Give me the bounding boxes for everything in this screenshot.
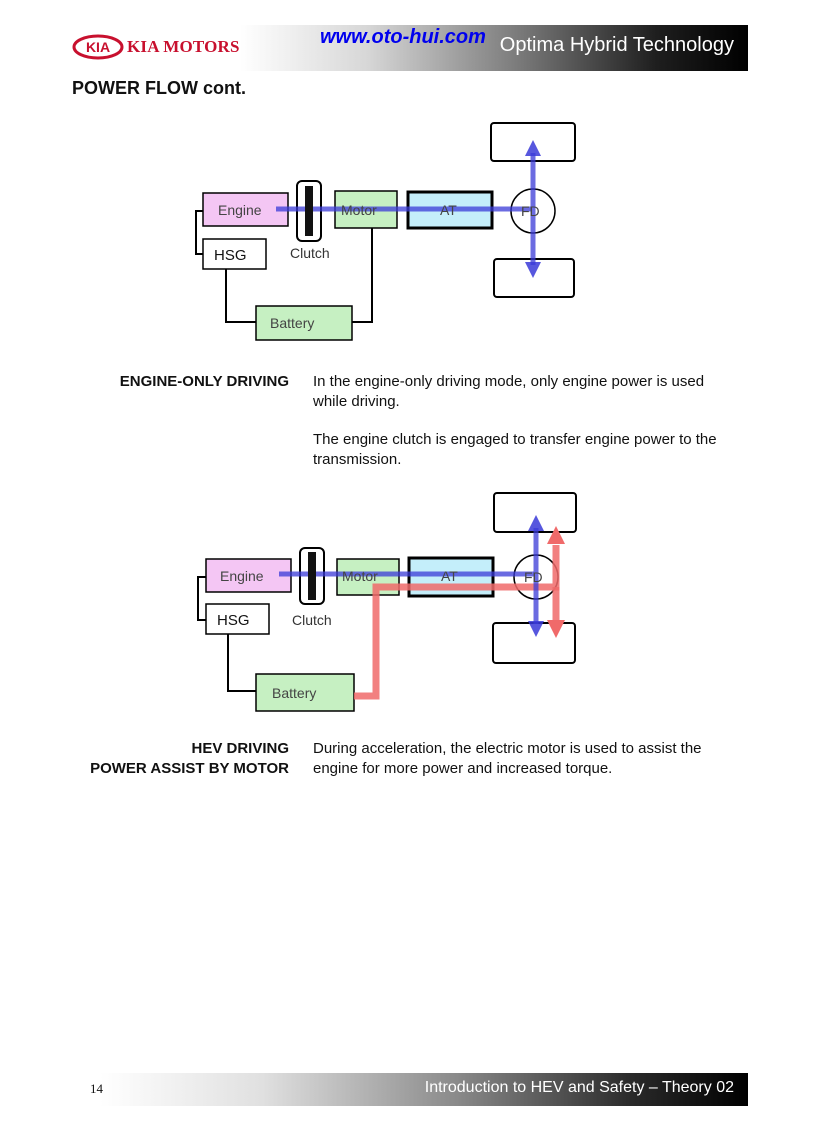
battery-box (255, 673, 355, 712)
mode-text-engine-only-1: In the engine-only driving mode, only en… (313, 373, 705, 410)
battery-box (255, 305, 353, 341)
hsg-wire (195, 210, 203, 255)
header-title: Optima Hybrid Technology (499, 34, 734, 56)
engine-label: Engine (218, 202, 262, 218)
hsg-label: HSG (214, 247, 247, 264)
clutch-plate (305, 186, 313, 236)
hsg-wire (197, 576, 206, 621)
battery-label: Battery (270, 315, 314, 331)
clutch-label: Clutch (290, 245, 330, 261)
engine-label: Engine (220, 568, 264, 584)
clutch-plate (308, 552, 316, 600)
engine-only-power-flow-diagram: Engine HSG Clutch Motor AT FD Battery (195, 122, 576, 341)
footer-title: Introduction to HEV and Safety – Theory … (424, 1079, 734, 1096)
battery-wire-left (225, 265, 256, 323)
hsg-box (202, 238, 267, 270)
mode-text-engine-only-2: The engine clutch is engaged to transfer… (313, 431, 717, 468)
clutch-label: Clutch (292, 612, 332, 628)
battery-wire-left (227, 630, 256, 692)
engine-box (205, 558, 292, 593)
header-band (240, 25, 748, 71)
page-number: 14 (90, 1081, 103, 1096)
battery-label: Battery (272, 685, 316, 701)
kia-logo: KIA (72, 34, 124, 60)
battery-wire-right (352, 228, 373, 323)
mode-text-hev-driving: During acceleration, the electric motor … (313, 740, 702, 777)
at-label: AT (440, 202, 457, 218)
fd-label: FD (524, 569, 543, 585)
footer-band (100, 1073, 748, 1106)
logo-text: KIA MOTORS (127, 37, 240, 56)
engine-power-flow (279, 515, 544, 637)
motor-label: Motor (341, 202, 377, 218)
fd-label: FD (521, 203, 540, 219)
motor-label: Motor (342, 568, 378, 584)
hev-power-assist-flow-diagram: Engine HSG Clutch Motor AT FD Battery (197, 492, 577, 712)
hsg-box (205, 603, 270, 635)
electric-power-flow (354, 526, 565, 700)
website-link[interactable]: www.oto-hui.com (320, 26, 486, 48)
mode-label-engine-only: ENGINE-ONLY DRIVING (119, 373, 289, 390)
at-label: AT (441, 568, 458, 584)
section-title: POWER FLOW cont. (72, 78, 246, 98)
engine-power-flow (276, 140, 541, 278)
svg-text:KIA: KIA (86, 39, 110, 55)
mode-label-hev-driving: HEV DRIVING (191, 740, 289, 757)
engine-box (202, 192, 289, 227)
hsg-label: HSG (217, 612, 250, 629)
mode-label-power-assist: POWER ASSIST BY MOTOR (90, 760, 289, 777)
